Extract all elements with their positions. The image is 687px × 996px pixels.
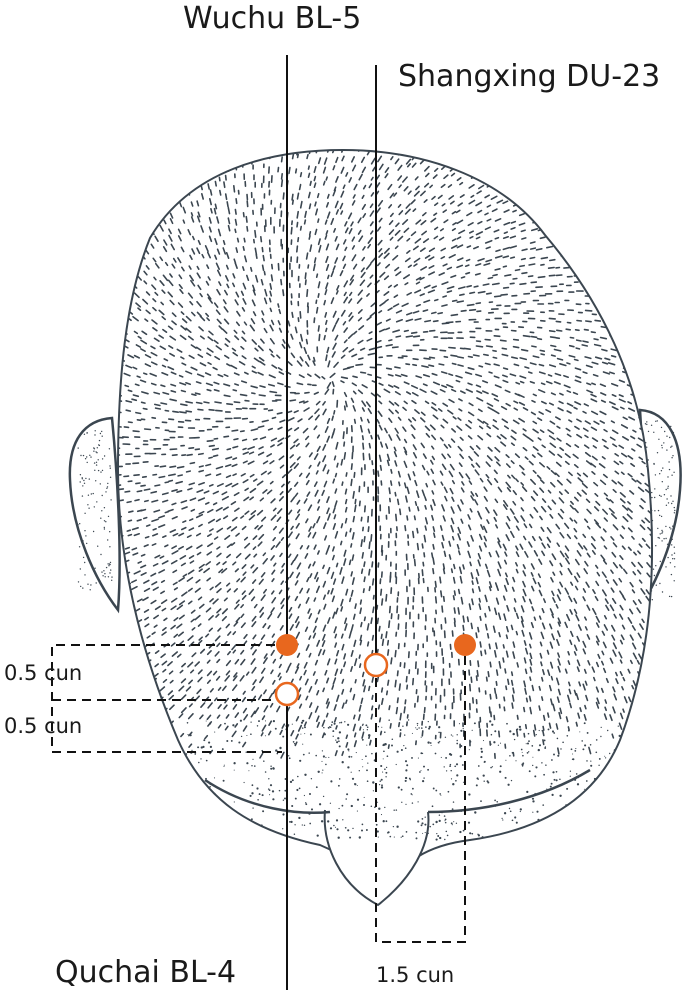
wuchu-point-left: [276, 634, 298, 656]
cun-bracket-left-outer: [51, 644, 282, 753]
quchai-point: [274, 681, 300, 707]
wuchu-point-right: [454, 634, 476, 656]
quchai-label: Quchai BL-4: [55, 955, 237, 990]
shangxing-label: Shangxing DU-23: [398, 59, 661, 94]
measure-lower-label: 0.5 cun: [4, 714, 83, 738]
cun-bracket-bottom: [375, 655, 466, 943]
measure-upper-label: 0.5 cun: [4, 661, 83, 685]
measure-bottom-label: 1.5 cun: [376, 963, 455, 987]
head-outline: [116, 148, 654, 907]
shangxing-point: [363, 652, 389, 678]
measure-brackets: [51, 644, 466, 943]
left-ear-icon: [68, 416, 121, 614]
forehead-stipple: [169, 719, 631, 842]
wuchu-label: Wuchu BL-5: [183, 1, 362, 36]
